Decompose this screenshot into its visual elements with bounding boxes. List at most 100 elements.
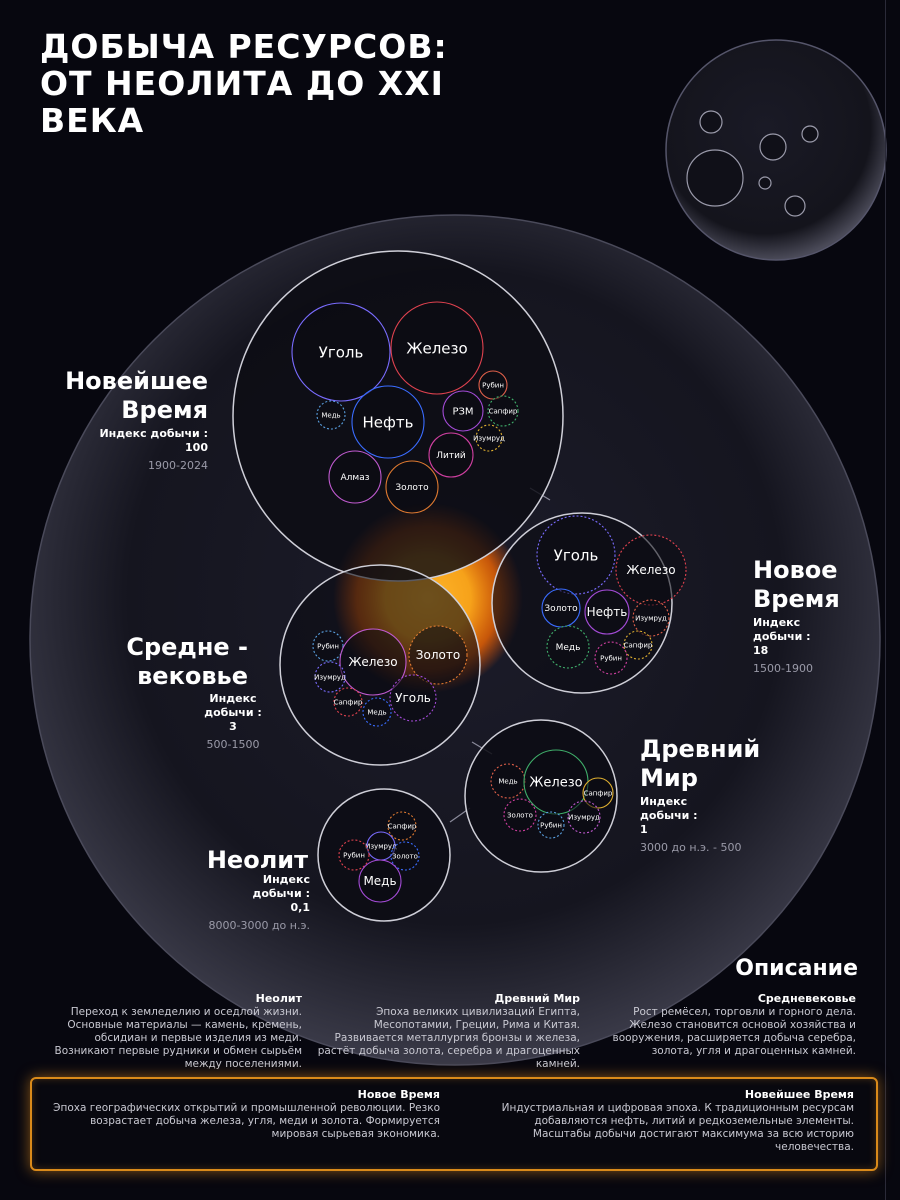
resource-bubble	[362, 697, 392, 727]
era-label-newest: Новейшее Время Индекс добычи : 100 1900-…	[8, 367, 208, 475]
era-name: Древний	[640, 735, 761, 763]
era-years: 500-1500	[206, 738, 260, 751]
era-label-new: Новое Время Индекс добычи : 18 1500-1900	[753, 556, 883, 678]
era-name: Неолит	[206, 846, 308, 874]
resource-label: Рубин	[540, 821, 562, 829]
resource-label: Изумруд	[365, 842, 397, 850]
description-newest: Новейшее Время Индустриальная и цифровая…	[478, 1088, 854, 1154]
resource-bubble	[338, 839, 370, 871]
description-title: Новое Время	[357, 1088, 440, 1101]
resource-bubble	[389, 674, 437, 722]
era-index-value: 1	[640, 823, 648, 836]
era-index-label: Индекс добычи :	[99, 427, 208, 440]
resource-bubble	[291, 302, 391, 402]
description-heading: Описание	[735, 956, 858, 981]
description-title: Новейшее Время	[744, 1088, 854, 1101]
resource-label: Золото	[395, 483, 429, 493]
resource-bubble	[615, 534, 687, 606]
description-title: Неолит	[255, 992, 302, 1005]
description-text: Рост ремёсел, торговли и горного дела. Ж…	[612, 1006, 857, 1057]
era-index-label: Индекс	[209, 692, 257, 705]
resource-bubble	[385, 460, 439, 514]
resource-bubble	[428, 432, 474, 478]
resource-bubble	[623, 630, 653, 660]
description-text: Эпоха великих цивилизаций Египта, Месопо…	[317, 1006, 580, 1070]
era-label-ancient: Древний Мир Индекс добычи : 1 3000 до н.…	[640, 735, 800, 857]
resource-bubble	[390, 841, 420, 871]
era-name: Мир	[640, 764, 698, 792]
resource-label: Медь	[556, 643, 581, 653]
resource-label: Железо	[406, 339, 467, 357]
resource-bubble	[339, 628, 407, 696]
era-name: Время	[753, 585, 840, 613]
resource-label: Золото	[392, 852, 418, 860]
resource-label: Изумруд	[635, 614, 667, 622]
description-text: Индустриальная и цифровая эпоха. К тради…	[501, 1102, 854, 1153]
description-title: Древний Мир	[494, 992, 580, 1005]
resource-label: Железо	[529, 776, 582, 791]
era-years: 3000 до н.э. - 500	[640, 841, 742, 854]
resource-label: Медь	[498, 777, 517, 785]
resource-label: Рубин	[600, 654, 622, 662]
description-ancient: Древний Мир Эпоха великих цивилизаций Ег…	[312, 992, 580, 1071]
description-new: Новое Время Эпоха географических открыти…	[50, 1088, 440, 1141]
resource-bubble	[503, 798, 537, 832]
resource-label: РЗМ	[452, 407, 473, 418]
resource-label: Уголь	[319, 343, 364, 361]
resource-bubble	[487, 395, 519, 427]
resource-bubble	[475, 424, 503, 452]
resource-bubble	[582, 777, 614, 809]
era-index-label: Индекс	[753, 616, 801, 629]
era-index-label: Индекс	[640, 795, 688, 808]
resource-label: Рубин	[317, 642, 339, 650]
resource-bubble	[328, 450, 382, 504]
resource-label: Золото	[544, 604, 578, 614]
resource-bubble	[333, 687, 363, 717]
era-index-value: 0,1	[290, 901, 311, 914]
resource-label: Нефть	[587, 605, 628, 619]
resource-bubble	[442, 390, 484, 432]
resource-bubble	[390, 301, 484, 395]
resource-label: Уголь	[395, 691, 431, 705]
description-neolithic: Неолит Переход к земледелию и оседлой жи…	[40, 992, 302, 1071]
resource-bubble	[632, 599, 670, 637]
era-name: Средне -	[126, 633, 248, 661]
frame-line	[885, 0, 886, 1200]
era-index-value: 18	[753, 644, 769, 657]
era-name: Новое	[753, 556, 838, 584]
resource-bubble	[584, 589, 630, 635]
resource-label: Железо	[348, 655, 397, 669]
resource-bubble	[536, 515, 616, 595]
resource-label: Сапфир	[489, 407, 518, 415]
resource-bubble	[546, 625, 590, 669]
resource-bubble	[387, 811, 417, 841]
resource-label: Литий	[436, 451, 466, 461]
era-name: Новейшее	[65, 367, 208, 395]
era-years: 1900-2024	[148, 459, 208, 472]
resource-label: Изумруд	[473, 434, 505, 442]
resource-label: Рубин	[482, 381, 504, 389]
resource-label: Нефть	[363, 413, 414, 431]
description-text: Переход к земледелию и оседлой жизни. Ос…	[54, 1006, 302, 1070]
era-years: 8000-3000 до н.э.	[208, 919, 310, 932]
resource-label: Золото	[416, 648, 460, 662]
resource-bubble	[567, 800, 601, 834]
era-years: 1500-1900	[753, 662, 813, 675]
resource-label: Сапфир	[388, 822, 417, 830]
era-index-label: добычи :	[753, 630, 811, 643]
resource-label: Железо	[626, 563, 675, 577]
resource-bubble	[316, 400, 346, 430]
era-label-medieval-index: Индекс добычи : 3 500-1500	[198, 690, 268, 754]
resource-label: Медь	[363, 874, 396, 888]
era-index-label: добычи :	[252, 887, 310, 900]
resource-label: Медь	[367, 708, 386, 716]
description-text: Эпоха географических открытий и промышле…	[53, 1102, 440, 1140]
resource-label: Сапфир	[584, 789, 613, 797]
era-name: Время	[121, 396, 208, 424]
resource-bubble	[312, 630, 344, 662]
resource-bubble	[358, 859, 402, 903]
era-index-label: добычи :	[640, 809, 698, 822]
resource-label: Сапфир	[334, 698, 363, 706]
modern-eras-highlight-box	[30, 1077, 878, 1171]
